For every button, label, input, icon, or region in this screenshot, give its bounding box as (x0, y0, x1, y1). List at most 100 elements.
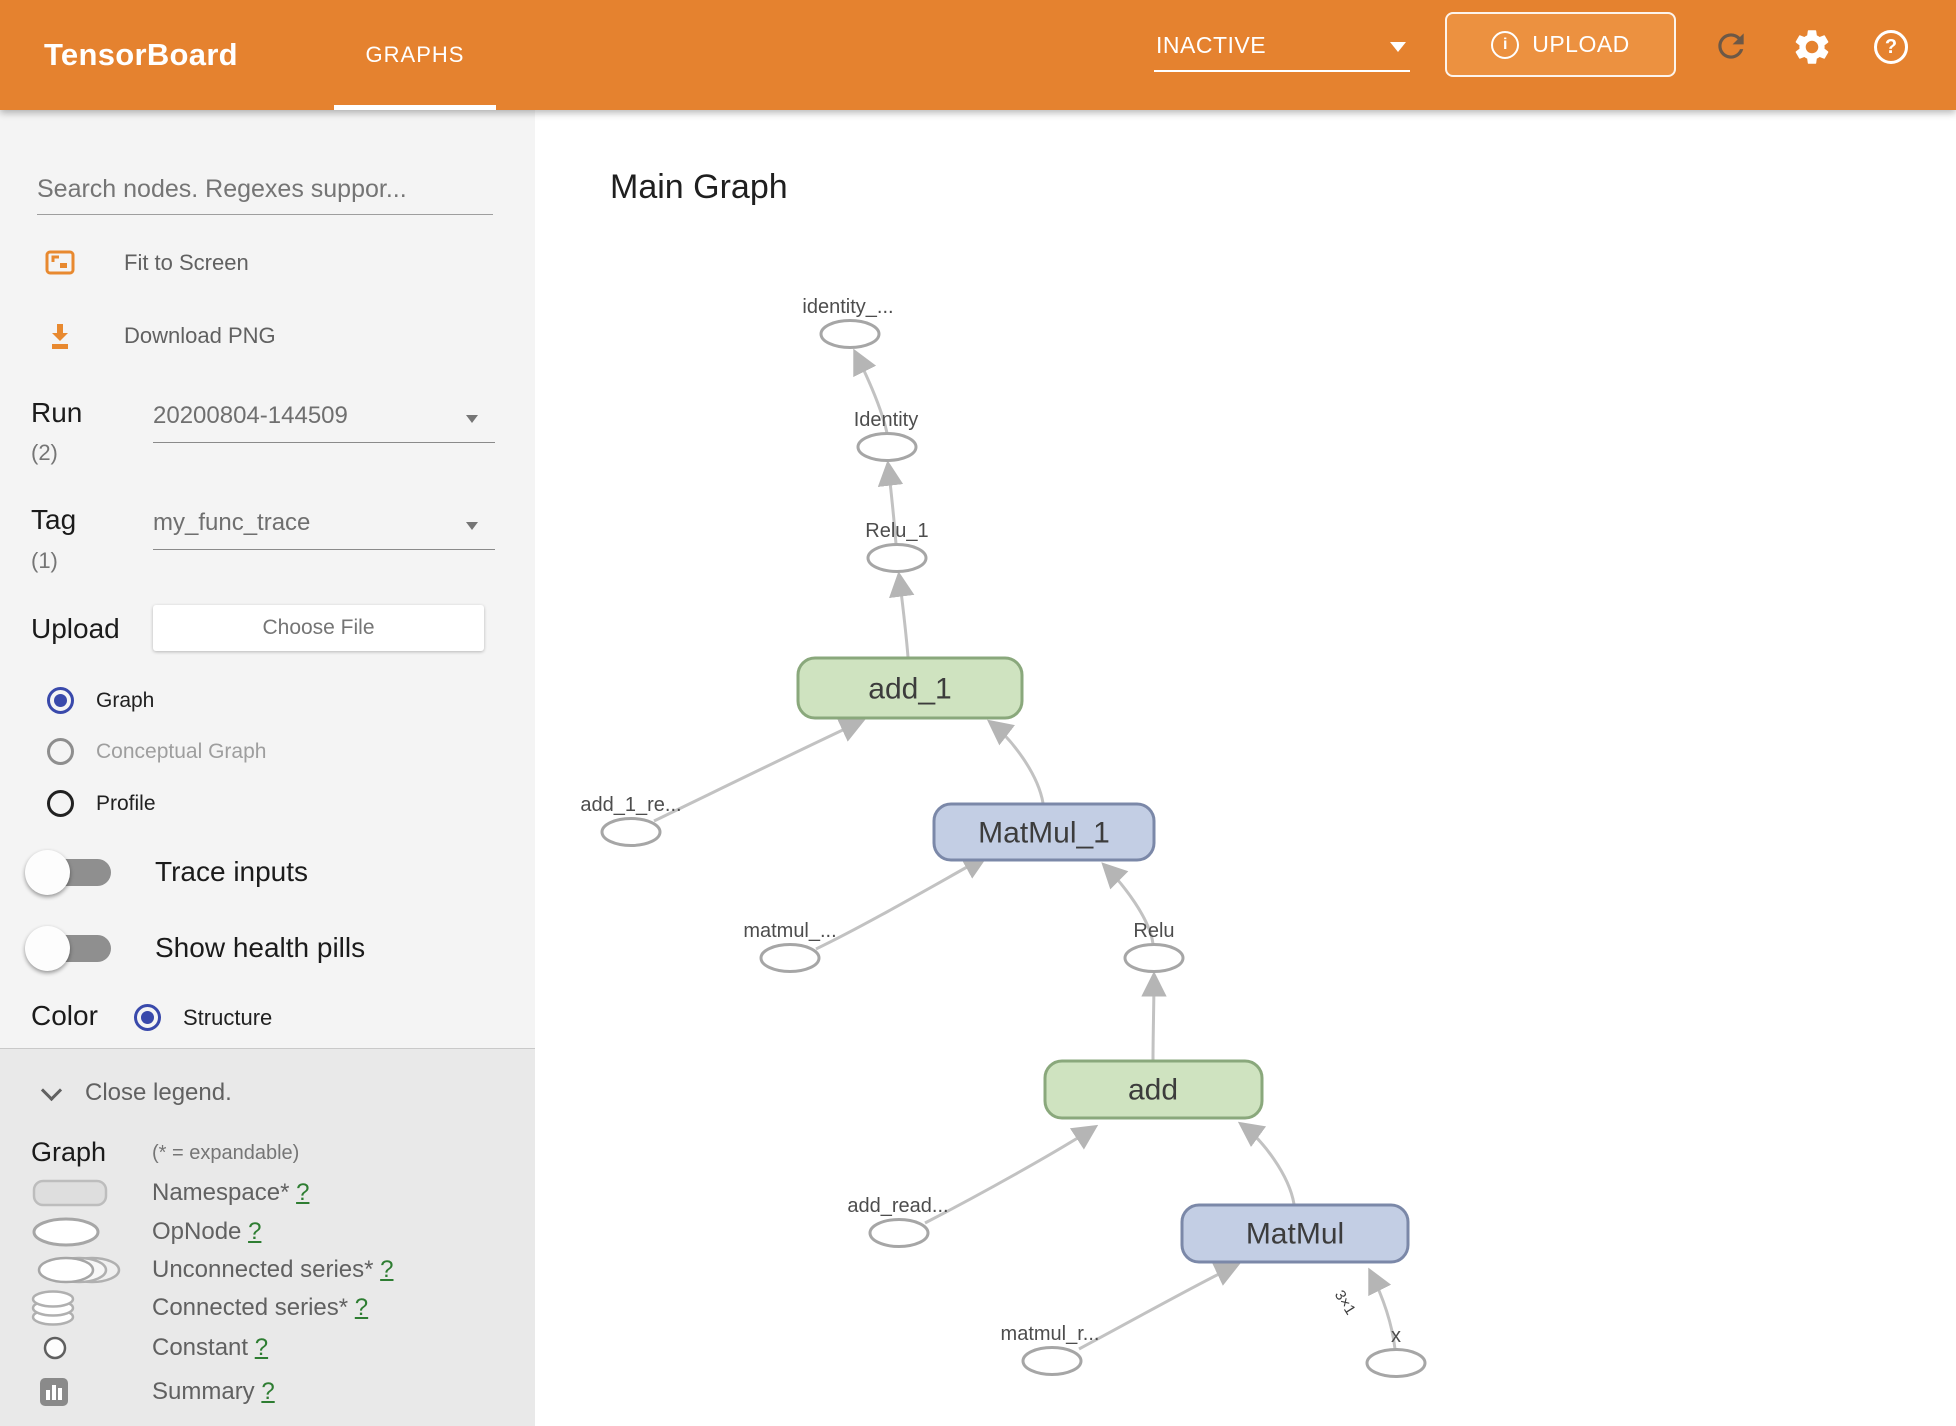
radio-profile[interactable]: Profile (47, 790, 156, 817)
legend-item-unconnected-series: Unconnected series* ? (0, 1250, 535, 1290)
toggle-thumb (25, 849, 70, 895)
function-node-rect (796, 656, 1024, 720)
opnode-ellipse (856, 432, 918, 462)
legend-item-label: Connected series* ? (152, 1294, 368, 1322)
trace-inputs-toggle[interactable]: Trace inputs (25, 849, 309, 895)
node-add-1-re[interactable]: add_1_re... (580, 794, 682, 847)
node-add[interactable]: add (1043, 1059, 1264, 1120)
download-png-label: Download PNG (124, 323, 276, 348)
opnode-ellipse (1021, 1346, 1083, 1376)
node-identity-out[interactable]: identity_... (802, 296, 894, 349)
reload-button[interactable] (1712, 27, 1750, 70)
help-icon: ? (1874, 30, 1908, 64)
radio-graph[interactable]: Graph (47, 687, 154, 714)
close-legend-button[interactable]: Close legend. (40, 1079, 232, 1107)
summary-swatch-icon (39, 1377, 139, 1407)
help-link[interactable]: ? (380, 1256, 394, 1283)
run-label: Run (31, 397, 83, 428)
settings-button[interactable] (1791, 26, 1833, 73)
opnode-ellipse (866, 543, 928, 573)
trace-inputs-label: Trace inputs (155, 856, 309, 887)
status-dropdown[interactable]: INACTIVE (1154, 20, 1410, 72)
info-icon: i (1491, 30, 1520, 59)
tag-count: (1) (31, 548, 58, 573)
edge-shape-label: 3×1 (1331, 1287, 1359, 1318)
opnode-ellipse (1123, 943, 1185, 973)
node-matmul-r[interactable]: matmul_r... (1001, 1323, 1100, 1376)
legend-item-label: Constant ? (152, 1334, 268, 1362)
connected-series-swatch-icon (30, 1289, 130, 1327)
opnode-ellipse (868, 1218, 930, 1248)
help-link[interactable]: ? (254, 1334, 269, 1361)
edge-add-to-relu (1141, 971, 1167, 1061)
upload-label: Upload (31, 613, 120, 644)
node-label: add (1128, 1074, 1178, 1107)
node-relu[interactable]: Relu (1123, 920, 1185, 973)
legend-text: OpNode (152, 1218, 242, 1245)
tab-graphs[interactable]: GRAPHS (334, 0, 496, 110)
node-label: MatMul (1246, 1218, 1344, 1251)
radio-conceptual-graph-label: Conceptual Graph (96, 739, 267, 763)
legend-item-label: Summary ? (152, 1378, 275, 1406)
legend-item-summary: Summary ? (0, 1372, 535, 1412)
node-label: Relu_1 (865, 520, 928, 542)
node-add-1[interactable]: add_1 (796, 656, 1024, 720)
show-health-pills-label: Show health pills (155, 932, 366, 963)
node-add-read[interactable]: add_read... (847, 1195, 949, 1248)
chevron-down-icon (466, 415, 478, 423)
run-select[interactable]: 20200804-144509 (153, 402, 495, 443)
node-matmul-1[interactable]: MatMul_1 (932, 802, 1156, 862)
color-structure-radio[interactable]: Structure (134, 1004, 272, 1031)
chevron-down-icon (40, 1079, 63, 1101)
constant-swatch-icon (42, 1335, 142, 1361)
search-input[interactable] (37, 165, 493, 215)
app-title: TensorBoard (44, 37, 238, 72)
download-png-button[interactable]: Download PNG (44, 320, 276, 352)
opnode-ellipse (759, 943, 821, 973)
node-label: MatMul_1 (978, 817, 1110, 850)
node-label: Identity (854, 409, 918, 431)
legend-item-opnode: OpNode ? (0, 1212, 535, 1252)
node-matmul-read[interactable]: matmul_... (743, 920, 837, 973)
legend-text: Connected series* (152, 1294, 349, 1321)
choose-file-button[interactable]: Choose File (153, 605, 484, 651)
sidebar: Fit to Screen Download PNG Run (2) 20200… (0, 110, 535, 1426)
refresh-icon (1718, 33, 1744, 59)
node-relu-1[interactable]: Relu_1 (865, 520, 929, 573)
node-identity[interactable]: Identity (854, 409, 918, 462)
node-label: Relu (1133, 920, 1174, 942)
radio-conceptual-graph[interactable]: Conceptual Graph (47, 738, 266, 765)
tag-select[interactable]: my_func_trace (153, 509, 495, 550)
edge-identity-to-identityout (853, 348, 889, 434)
show-health-pills-toggle[interactable]: Show health pills (25, 925, 366, 971)
node-label: matmul_r... (1001, 1323, 1100, 1345)
help-link[interactable]: ? (354, 1294, 369, 1321)
legend-text: Namespace* (152, 1179, 290, 1206)
toggle-track (25, 849, 111, 895)
edge-relu-to-matmul1 (1101, 862, 1155, 945)
edge-x-to-matmul (1368, 1267, 1397, 1350)
namespace-swatch-icon (30, 1178, 130, 1208)
page-title: Main Graph (610, 168, 788, 206)
upload-button[interactable]: i UPLOAD (1445, 12, 1676, 77)
graph-nodes: identity_... Identity Relu_1 add_1 add_1… (580, 296, 1427, 1378)
legend-item-label: Namespace* ? (152, 1179, 309, 1207)
dataflow-graph: 3×1 identity_... Identity Relu_1 (580, 296, 1427, 1378)
chevron-down-icon (1390, 42, 1406, 52)
opnode-ellipse (1365, 1348, 1427, 1378)
node-x[interactable]: x (1365, 1325, 1427, 1378)
node-label: matmul_... (743, 920, 836, 942)
help-button[interactable]: ? (1874, 30, 1908, 64)
node-matmul[interactable]: MatMul (1180, 1203, 1410, 1264)
help-link[interactable]: ? (248, 1218, 262, 1245)
edge-addread-to-add (924, 1124, 1099, 1225)
help-link[interactable]: ? (296, 1179, 310, 1206)
edge-add1re-to-add1 (653, 718, 866, 823)
legend-text: Constant (152, 1334, 249, 1361)
fit-to-screen-button[interactable]: Fit to Screen (44, 247, 249, 279)
legend-note: (* = expandable) (152, 1142, 300, 1164)
run-count: (2) (31, 440, 58, 465)
help-link[interactable]: ? (261, 1378, 275, 1405)
legend-item-label: OpNode ? (152, 1218, 261, 1246)
